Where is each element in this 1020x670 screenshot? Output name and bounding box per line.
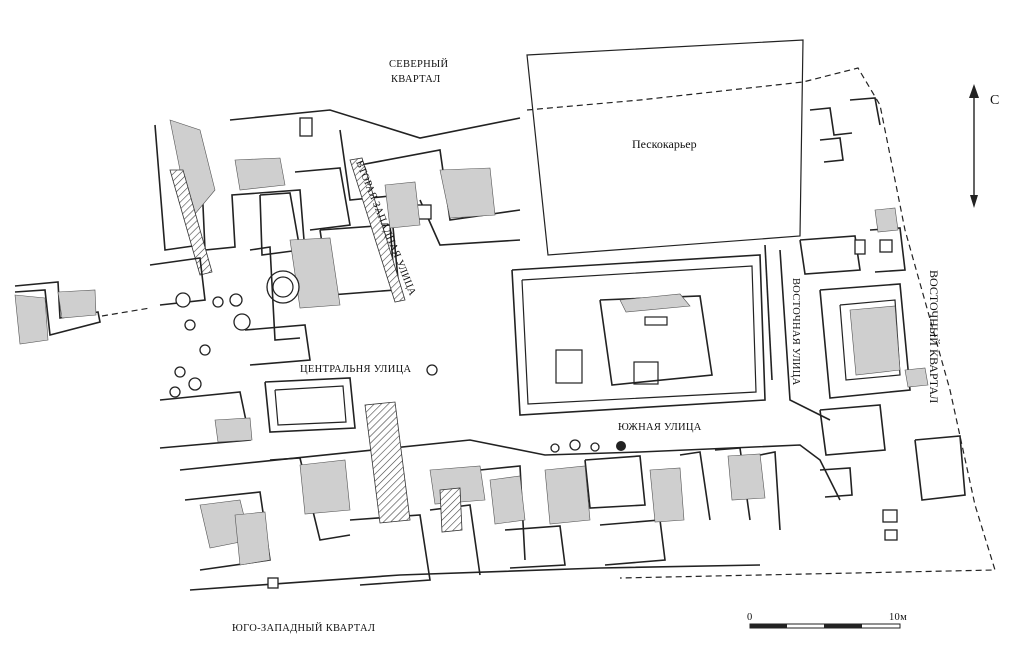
map-labels: СЕВЕРНЫЙ КВАРТАЛ Пескокарьер ВТОРАЯ ЗАПА…	[232, 58, 941, 634]
arrow-up-icon	[969, 84, 979, 98]
west-structures	[14, 246, 311, 398]
north-arrow-label: С	[990, 93, 999, 108]
east-quarter-label: ВОСТОЧНЫЙ КВАРТАЛ	[927, 270, 941, 403]
north-arrow: С	[969, 84, 999, 208]
second-west-street-label: ВТОРАЯ ЗАПАДНАЯ УЛИЦА	[353, 159, 417, 297]
south-street-label: ЮЖНАЯ УЛИЦА	[618, 422, 702, 433]
central-street-label: ЦЕНТРАЛЬНЯ УЛИЦА	[300, 364, 411, 375]
southwest-quarter-label: ЮГО-ЗАПАДНЫЙ КВАРТАЛ	[232, 622, 375, 634]
sand-quarry-area	[526, 39, 804, 256]
central-building-complex	[511, 254, 766, 416]
scale-start-label: 0	[747, 612, 753, 623]
north-quarter-label-line2: КВАРТАЛ	[391, 74, 441, 85]
north-quarter-label-line1: СЕВЕРНЫЙ	[389, 58, 449, 70]
sand-quarry-label: Пескокарьер	[632, 137, 697, 151]
east-street-label: ВОСТОЧНАЯ УЛИЦА	[790, 278, 801, 386]
scale-end-label: 10м	[889, 612, 907, 623]
east-quarter-structures	[764, 97, 966, 541]
excavation-boundary	[101, 67, 996, 579]
southwest-quarter-structures	[159, 364, 841, 591]
north-quarter-structures	[154, 109, 521, 309]
scale-bar: 0 10м	[747, 612, 907, 629]
